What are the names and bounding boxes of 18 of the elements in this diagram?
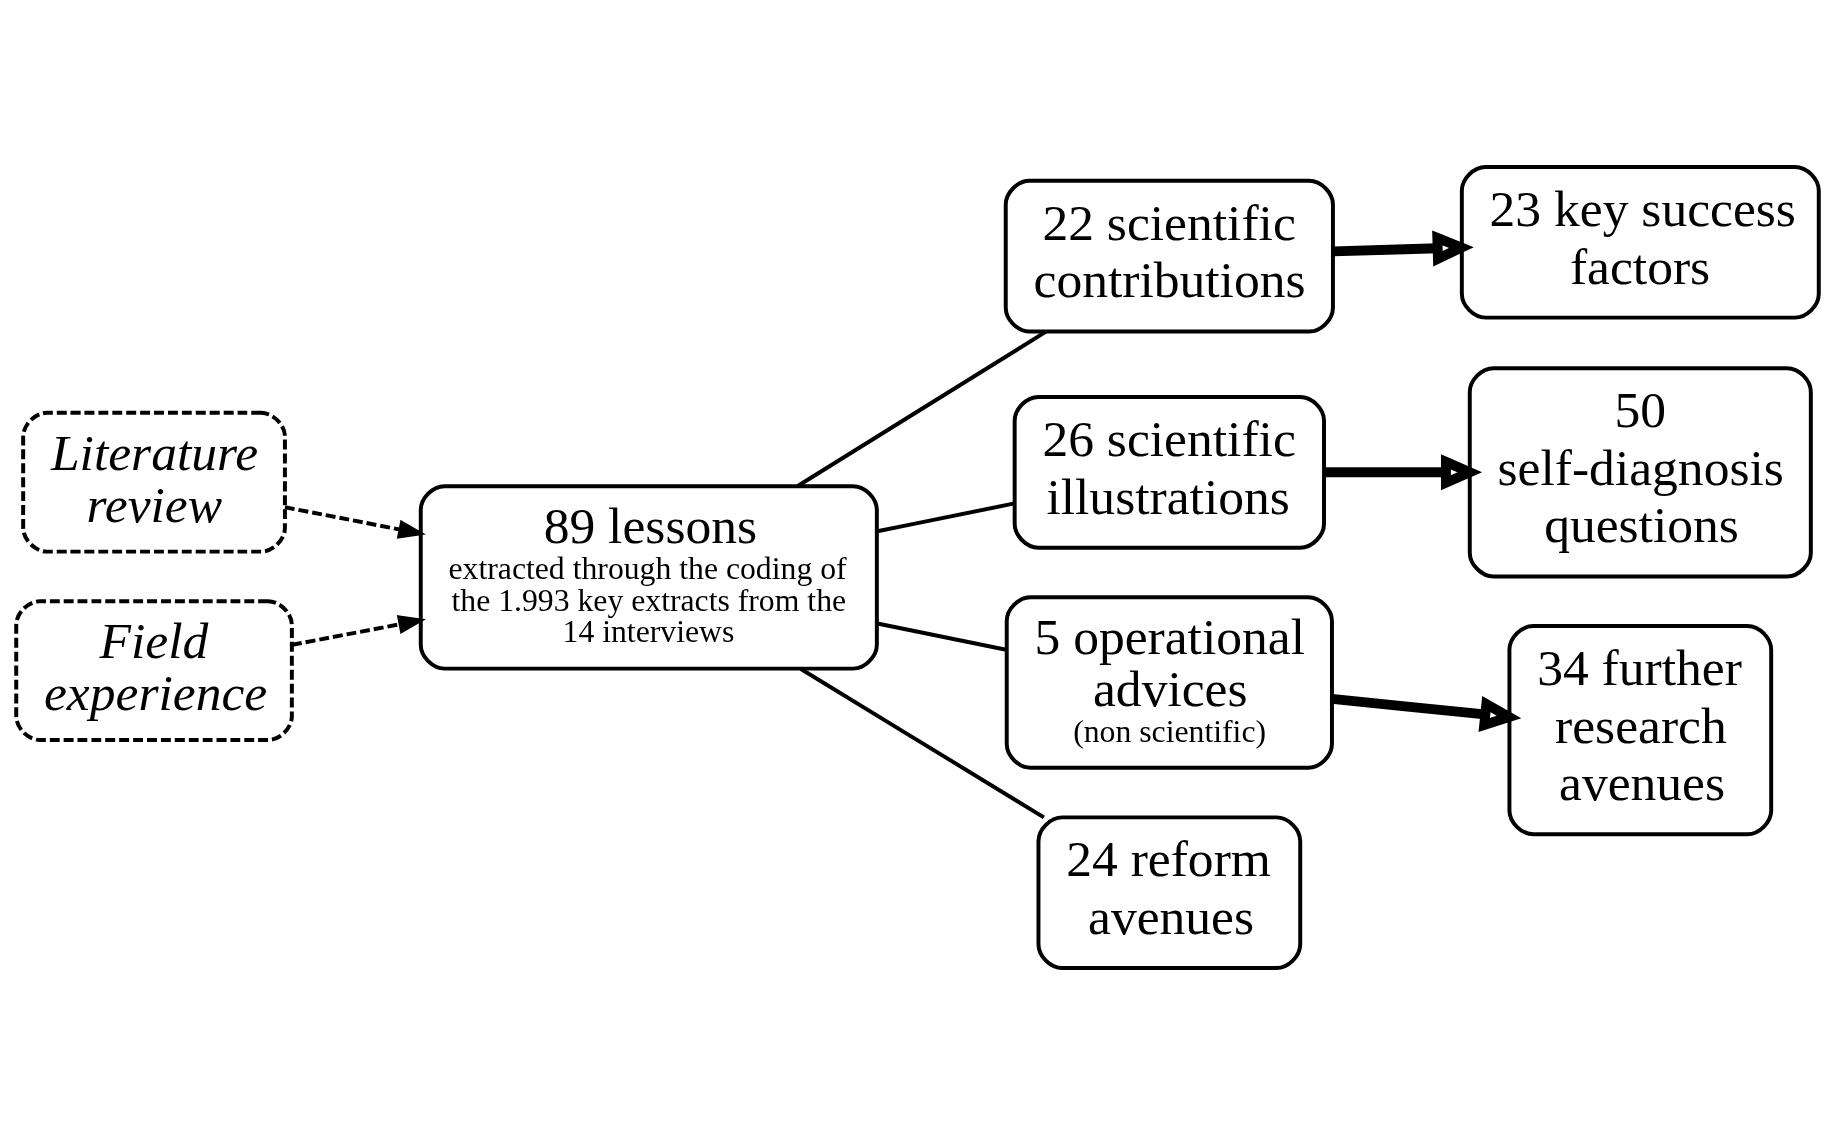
node-box: Field experience bbox=[14, 599, 294, 742]
node-box: 23 key success factors bbox=[1459, 164, 1821, 320]
arrow bbox=[291, 614, 426, 647]
node-box: 34 further research avenues bbox=[1507, 624, 1774, 837]
arrow bbox=[1333, 230, 1474, 267]
node-box: 89 lessons extracted through the coding of the 1.993 key extracts from the 14 interviews bbox=[418, 484, 879, 671]
node-box: 26 scientific illustrations bbox=[1012, 394, 1326, 550]
node-box: 50 self-diagnosis questions bbox=[1467, 366, 1813, 579]
node-box: 22 scientific contributions bbox=[1003, 178, 1335, 334]
arrow bbox=[284, 505, 426, 539]
connector bbox=[876, 501, 1015, 534]
node-box: 24 reform avenues bbox=[1036, 815, 1303, 971]
arrow bbox=[1331, 693, 1522, 732]
connector bbox=[799, 667, 1045, 820]
node-box: 5 operational advices (non scientific) bbox=[1004, 595, 1334, 770]
arrow bbox=[1324, 454, 1483, 491]
node-box: Literature review bbox=[21, 410, 287, 554]
connector bbox=[876, 621, 1007, 652]
